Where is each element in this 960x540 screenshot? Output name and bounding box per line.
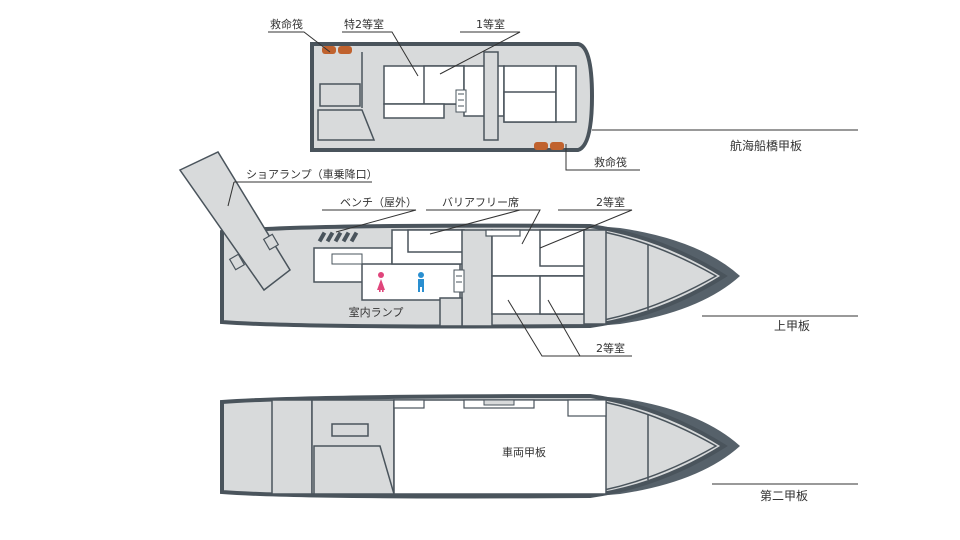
upper-room-barrier-free-inner xyxy=(407,229,465,253)
bridge-deck xyxy=(310,42,595,152)
interior-ramp-label: 室内ランプ xyxy=(349,305,404,319)
bridge-aft-box xyxy=(319,83,361,107)
vehicle-deck-label: 車両甲板 xyxy=(502,445,546,459)
bridge-room-first-class xyxy=(483,51,499,141)
second-deck-bow-inner xyxy=(603,401,718,491)
upper-deck: 室内ランプ xyxy=(178,151,740,329)
deck-name-upper: 上甲板 xyxy=(774,319,810,333)
bridge-room-cabin-b xyxy=(555,65,577,123)
callout-liferaft-bottom: 救命筏 xyxy=(594,155,627,169)
leader-lines xyxy=(227,31,858,485)
upper-deck-bow-inner xyxy=(603,231,718,321)
bench-icon xyxy=(317,231,359,243)
callout-barrier-free-seats: バリアフリー席 xyxy=(442,195,519,209)
upper-room-center xyxy=(461,229,493,327)
upper-stair-aft xyxy=(331,253,363,265)
upper-stair-mid xyxy=(453,269,465,293)
second-deck-aft-void xyxy=(271,399,313,495)
second-deck: 車両甲板 xyxy=(220,393,740,499)
shore-ramp xyxy=(178,151,291,292)
deck-name-second: 第二甲板 xyxy=(760,489,808,503)
callout-special-second-class: 特2等室 xyxy=(344,17,384,31)
upper-room-fore xyxy=(583,229,607,325)
callout-liferaft-top: 救命筏 xyxy=(270,17,303,31)
upper-room-second-class-upper-inner xyxy=(539,229,585,267)
callout-labels: 救命筏 特2等室 1等室 救命筏 ショアランプ（車乗降口） ベンチ（屋外） バリ… xyxy=(246,17,627,355)
callout-second-class-lower: 2等室 xyxy=(596,341,625,355)
upper-interior-ramp xyxy=(439,297,463,327)
bridge-room-cabin-a xyxy=(503,91,557,123)
callout-first-class: 1等室 xyxy=(476,17,505,31)
callout-bench-outdoor: ベンチ（屋外） xyxy=(340,196,417,209)
callout-shore-ramp: ショアランプ（車乗降口） xyxy=(246,167,378,181)
liferaft-icon xyxy=(534,142,564,150)
callout-second-class-upper: 2等室 xyxy=(596,195,625,209)
second-deck-ramp xyxy=(313,445,395,495)
upper-room-restrooms xyxy=(361,263,461,301)
bridge-room-lower xyxy=(383,103,445,119)
upper-room-second-class-lower-inner xyxy=(539,275,585,315)
deck-name-bridge: 航海船橋甲板 xyxy=(730,138,802,153)
bridge-aft-ramp xyxy=(317,109,376,141)
man-restroom-icon xyxy=(418,272,424,292)
upper-shelf xyxy=(485,229,521,237)
deck-names: 航海船橋甲板 上甲板 第二甲板 xyxy=(730,138,810,503)
second-deck-machinery-box xyxy=(331,423,369,437)
woman-restroom-icon xyxy=(377,272,385,292)
bridge-stair xyxy=(455,89,467,113)
